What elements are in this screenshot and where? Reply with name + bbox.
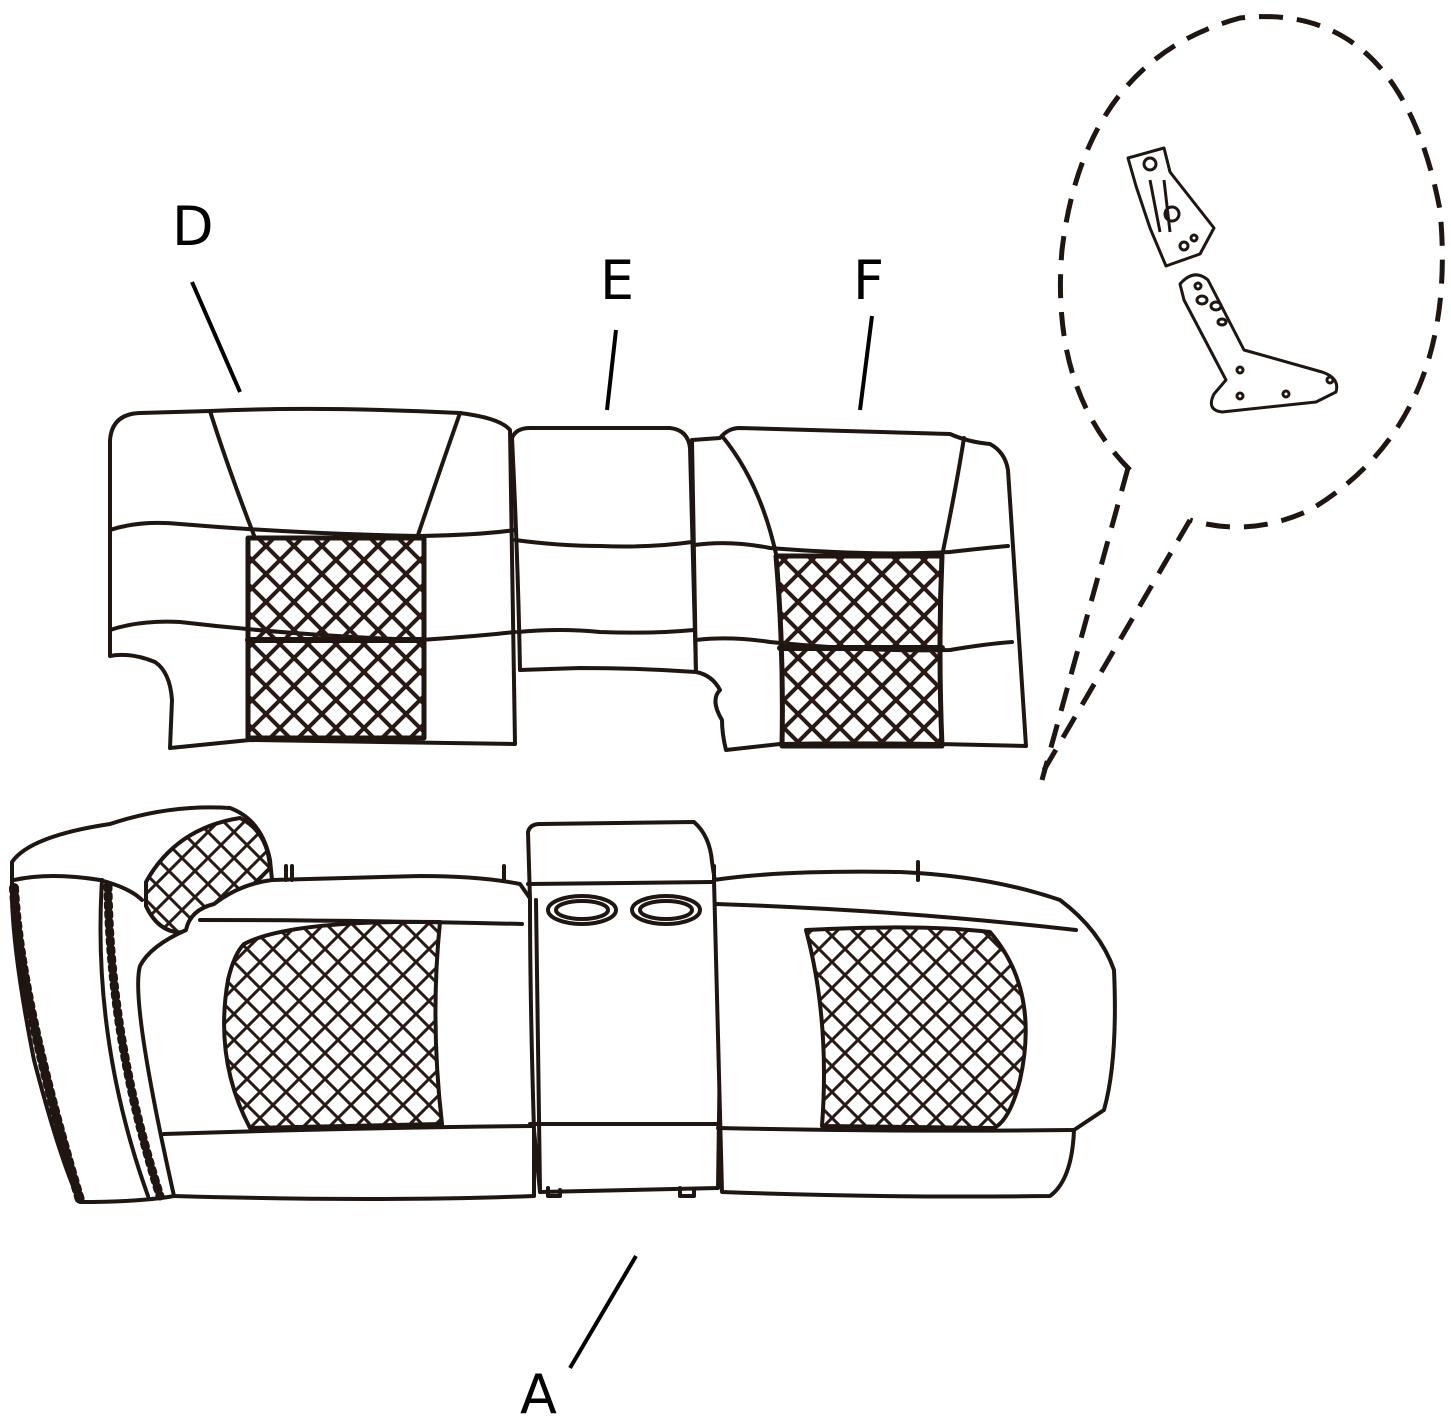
part-label-a: A [520, 1363, 557, 1426]
seat-a [9, 805, 1117, 1205]
leader-line-f [858, 315, 874, 411]
backrest-d [108, 406, 517, 750]
part-label-e: E [600, 249, 635, 312]
zoom-callout [1039, 14, 1445, 781]
leader-line-a [568, 1254, 638, 1370]
bracket-hardware [1126, 146, 1339, 414]
backrest-e [510, 426, 698, 674]
leader-line-d [190, 281, 242, 393]
leader-line-e [605, 329, 618, 411]
part-label-f: F [853, 249, 885, 312]
backrest-f [690, 426, 1028, 752]
part-label-d: D [172, 195, 214, 258]
